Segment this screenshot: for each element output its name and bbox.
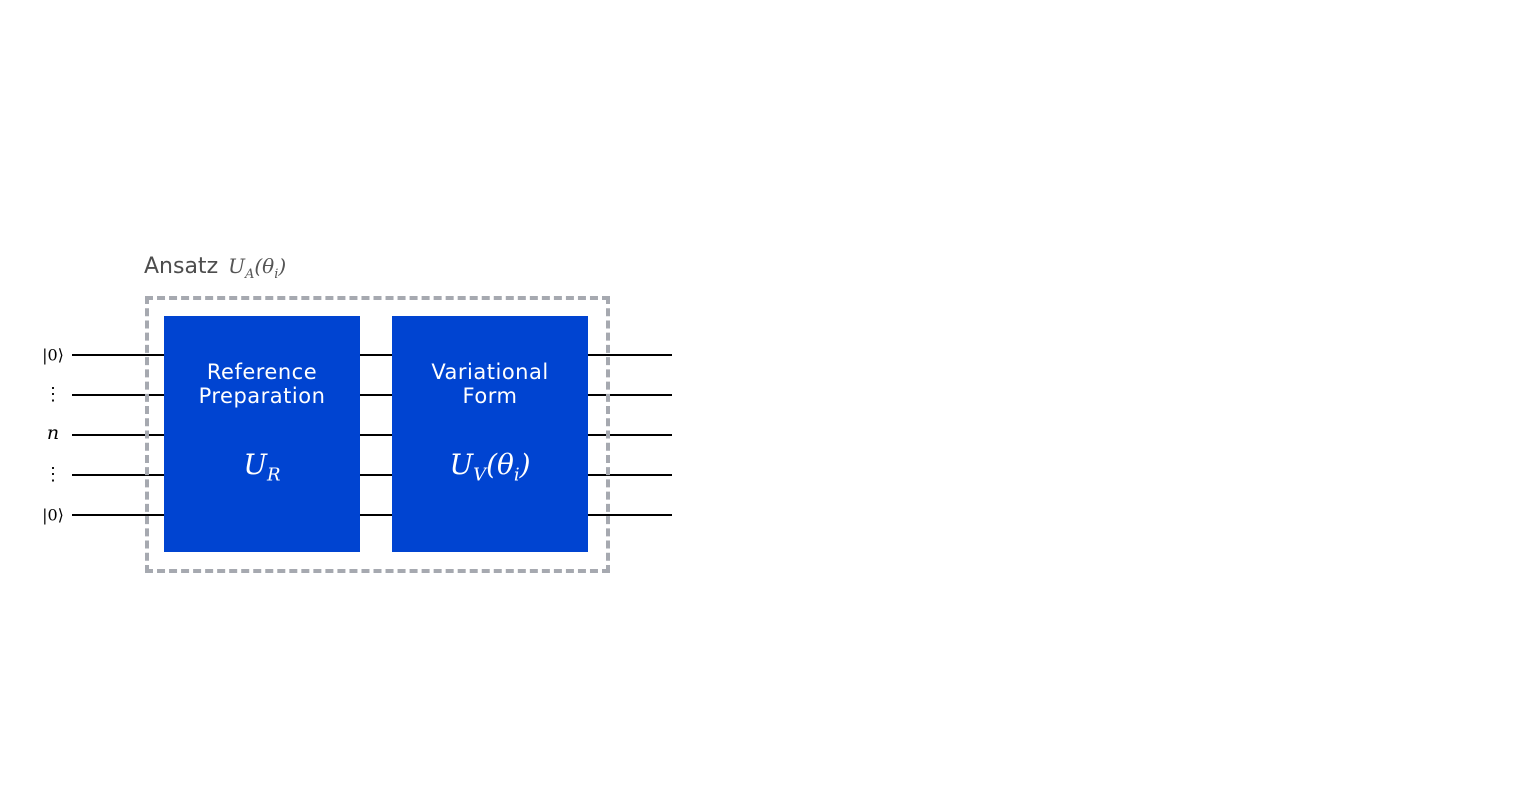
wire-label-vertical-dots-lower: ⋮ [44, 464, 62, 485]
qubit-wire-middle [360, 354, 392, 356]
qubit-wire-left [72, 514, 164, 516]
gate-operator-subscript: V [473, 464, 487, 486]
gate-operator-symbol: U [449, 448, 474, 481]
gate-operator: UR [164, 448, 360, 486]
ansatz-operator-symbol: U [228, 254, 245, 278]
qubit-wire-right [588, 474, 672, 476]
gate-operator-subscript: R [267, 464, 281, 486]
gate-operator-arg-subscript: i [513, 464, 520, 486]
ansatz-operator-subscript: A [244, 267, 255, 282]
gate-title: Reference Preparation [198, 360, 326, 408]
ansatz-label: Ansatz [144, 254, 219, 279]
qubit-wire-left [72, 474, 164, 476]
qubit-wire-left [72, 394, 164, 396]
qubit-wire-right [588, 434, 672, 436]
wire-label-n: n [46, 422, 60, 444]
qubit-wire-left [72, 434, 164, 436]
gate-operator-symbol: U [243, 448, 268, 481]
reference-preparation-gate: Reference Preparation UR [164, 316, 360, 552]
gate-title: Variational Form [431, 360, 549, 408]
qubit-wire-right [588, 514, 672, 516]
qubit-wire-middle [360, 434, 392, 436]
ansatz-operator-arg-close: ) [278, 254, 287, 278]
ansatz-title: Ansatz UA(θi) [144, 254, 286, 284]
ansatz-operator-arg-subscript: i [274, 267, 279, 282]
qubit-wire-middle [360, 474, 392, 476]
wire-label-ket-zero-top: |0⟩ [42, 345, 64, 365]
qubit-wire-right [588, 394, 672, 396]
ansatz-operator-arg-open: (θ [254, 254, 275, 278]
wire-label-vertical-dots-upper: ⋮ [44, 384, 62, 405]
wire-label-ket-zero-bottom: |0⟩ [42, 505, 64, 525]
variational-form-gate: Variational Form UV(θi) [392, 316, 588, 552]
qubit-wire-right [588, 354, 672, 356]
ansatz-operator: UA(θi) [228, 254, 286, 282]
qubit-wire-middle [360, 514, 392, 516]
qubit-wire-left [72, 354, 164, 356]
qubit-wire-middle [360, 394, 392, 396]
gate-operator: UV(θi) [392, 448, 588, 486]
ansatz-boundary [145, 296, 610, 573]
gate-operator-arg-close: ) [519, 448, 531, 481]
gate-operator-arg-open: (θ [486, 448, 514, 481]
